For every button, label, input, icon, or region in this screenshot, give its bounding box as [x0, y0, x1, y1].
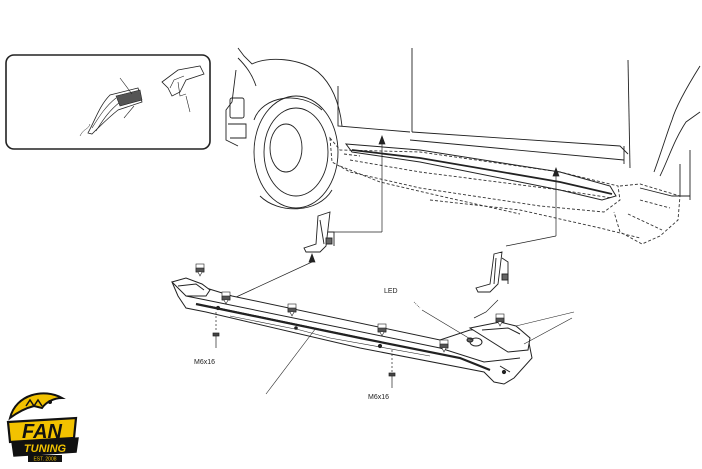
leader-lines — [265, 301, 575, 395]
mounting-bracket-rear — [475, 251, 509, 293]
bolts — [212, 312, 396, 388]
logo-fan-text: FAN — [22, 421, 63, 443]
fan-tuning-logo: FAN TUNING EST. 2008 — [4, 388, 84, 464]
vehicle-step-bar — [344, 143, 617, 201]
logo-tuning-text: TUNING — [24, 443, 67, 455]
bolt-left-label: M6x16 — [194, 359, 216, 366]
bolt-center — [388, 372, 396, 388]
led-label: LED — [384, 288, 398, 295]
detail-inset — [5, 54, 211, 150]
mount-arrows — [207, 135, 560, 319]
logo-tagline: EST. 2008 — [33, 457, 56, 463]
bolt-center-label: M6x16 — [368, 394, 390, 401]
vehicle-outline — [225, 47, 701, 210]
bolt-left — [212, 332, 220, 348]
mounting-bracket-front — [303, 211, 335, 253]
installed-position-ghost — [329, 136, 681, 245]
led-modules — [195, 263, 505, 353]
